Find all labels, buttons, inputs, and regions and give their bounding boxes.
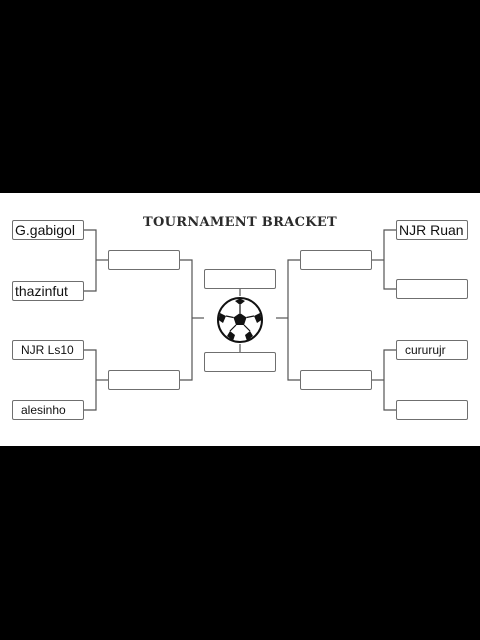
right-r2-slot-1[interactable] xyxy=(300,250,372,270)
left-r2-slot-2[interactable] xyxy=(108,370,180,390)
right-r1-slot-4[interactable] xyxy=(396,400,468,420)
final-slot-1[interactable] xyxy=(204,269,276,289)
bracket-sheet: TOURNAMENT BRACKET G.gabigol xyxy=(0,193,480,446)
right-r1-slot-1[interactable]: NJR Ruan xyxy=(396,220,468,240)
soccer-ball-icon xyxy=(217,297,263,343)
left-r1-slot-2[interactable]: thazinfut xyxy=(12,281,84,301)
right-r2-slot-2[interactable] xyxy=(300,370,372,390)
right-r1-slot-2[interactable] xyxy=(396,279,468,299)
left-r2-slot-1[interactable] xyxy=(108,250,180,270)
bracket-title: TOURNAMENT BRACKET xyxy=(143,215,337,230)
left-r1-slot-3[interactable]: NJR Ls10 xyxy=(12,340,84,360)
final-slot-2[interactable] xyxy=(204,352,276,372)
bracket-lines xyxy=(84,229,396,411)
right-r1-slot-3[interactable]: cururujr xyxy=(396,340,468,360)
left-r1-slot-4[interactable]: alesinho xyxy=(12,400,84,420)
left-r1-slot-1[interactable]: G.gabigol xyxy=(12,220,84,240)
